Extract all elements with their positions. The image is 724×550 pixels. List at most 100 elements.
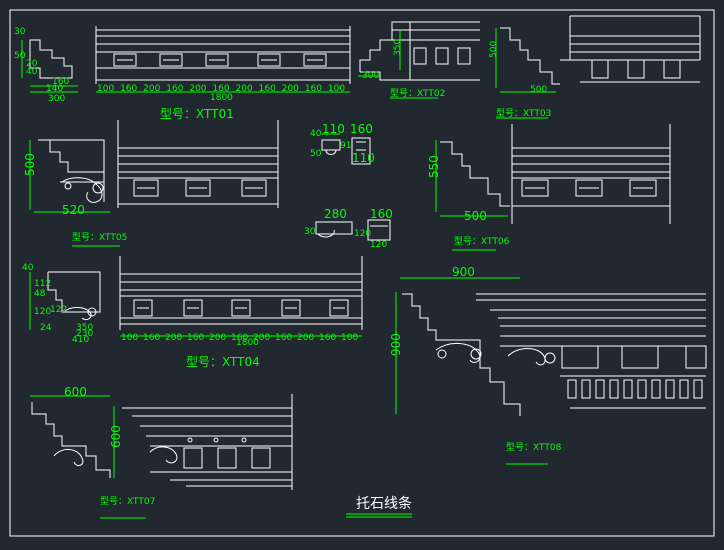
elevation-dim-label: 200: [282, 84, 299, 94]
xtt05-dim-w: 520: [62, 203, 85, 217]
detail-xtt03: 500 500 型号：XTT03: [489, 15, 701, 119]
xtt04-brackets: [133, 299, 349, 317]
bracket-block: [133, 179, 159, 197]
xtt04-dim-e: 120: [34, 307, 51, 317]
xtt08-dentils: [567, 379, 703, 399]
elevation-dim-label: 100: [328, 84, 345, 94]
detail-small-bracket: 110 160 40 50 91 110: [310, 122, 375, 165]
elevation-dim-label: 200: [165, 333, 182, 343]
xtt06-brackets: [521, 179, 657, 197]
bracket-block: [629, 179, 657, 197]
xtt01-label: 型号：XTT01: [160, 107, 234, 121]
elevation-dim-label: 160: [166, 84, 183, 94]
dentil: [595, 379, 605, 399]
dentil: [679, 379, 689, 399]
bracket-block: [521, 179, 549, 197]
small-bracket2-dim-c: 30: [304, 227, 316, 237]
bracket-block: [205, 53, 229, 67]
bracket-block: [329, 299, 349, 317]
small-bracket-dim-c: 40: [310, 129, 322, 139]
elevation-dim-label: 160: [319, 333, 336, 343]
small-bracket2-dim-e: 120: [370, 240, 387, 250]
xtt01-elevation-dims: 100 160 200 160 200 160 200 160 200 160 100: [97, 84, 345, 94]
xtt02-label: 型号：XTT02: [390, 88, 445, 99]
xtt01-dim-h4: 40: [26, 67, 38, 77]
detail-xtt02: 350 300 型号：XTT02: [358, 21, 480, 99]
detail-xtt07: 600 600 型号：XTT07: [30, 385, 293, 519]
elevation-dim-label: 200: [297, 333, 314, 343]
xtt01-dim-w2: 140: [46, 84, 63, 94]
small-bracket-dim-a: 110: [322, 122, 345, 136]
elevation-dim-label: 160: [143, 333, 160, 343]
xtt05-brackets: [133, 179, 267, 197]
elevation-dim-label: 200: [209, 333, 226, 343]
bracket-block: [185, 179, 211, 197]
xtt05-dim-h: 500: [23, 153, 37, 176]
elevation-dim-label: 160: [259, 84, 276, 94]
dentil: [651, 379, 661, 399]
dentil: [609, 379, 619, 399]
elevation-dim-label: 160: [212, 84, 229, 94]
xtt02-dim-w: 300: [362, 71, 379, 81]
xtt01-dim-w3: 300: [48, 94, 65, 104]
bracket-block: [113, 53, 137, 67]
elevation-dim-label: 100: [341, 333, 358, 343]
xtt06-label: 型号：XTT06: [454, 236, 510, 247]
xtt02-dim-h: 350: [393, 39, 403, 56]
elevation-dim-label: 160: [187, 333, 204, 343]
xtt01-dim-h3: 20: [26, 59, 38, 69]
dentil: [567, 379, 577, 399]
bracket-block: [133, 299, 153, 317]
bracket-block: [231, 299, 251, 317]
dentil: [623, 379, 633, 399]
bracket-block: [257, 53, 281, 67]
elevation-dim-label: 160: [231, 333, 248, 343]
drawing-title-block: 托石线条: [346, 495, 412, 518]
dentil: [637, 379, 647, 399]
xtt06-dim-w: 500: [464, 209, 487, 223]
xtt03-dim-w: 500: [530, 85, 547, 95]
bracket-block: [183, 299, 203, 317]
xtt04-dim-h: 230: [76, 329, 93, 339]
xtt08-dim-h: 900: [389, 333, 403, 356]
elevation-dim-label: 100: [97, 84, 114, 94]
xtt01-dim-w1: 160: [52, 77, 69, 87]
xtt04-dim-f: 350: [76, 323, 93, 333]
xtt01-dim-h2: 50: [14, 51, 26, 61]
bracket-block: [281, 299, 301, 317]
small-bracket2-dim-a: 280: [324, 207, 347, 221]
elevation-dim-label: 100: [121, 333, 138, 343]
xtt01-dim-h1: 30: [14, 27, 26, 37]
xtt01-total: 1800: [210, 93, 233, 103]
bracket-block: [241, 179, 267, 197]
elevation-dim-label: 160: [120, 84, 137, 94]
xtt03-label: 型号：XTT03: [496, 108, 551, 119]
xtt08-label: 型号：XTT08: [506, 442, 562, 453]
elevation-dim-label: 160: [305, 84, 322, 94]
dentil: [581, 379, 591, 399]
xtt04-total: 1800: [236, 338, 259, 348]
small-bracket-dim-e: 91: [340, 141, 351, 151]
bracket-block: [159, 53, 183, 67]
elevation-dim-label: 200: [143, 84, 160, 94]
xtt07-label: 型号：XTT07: [100, 496, 155, 507]
xtt04-dim-c: 48: [34, 289, 46, 299]
detail-xtt01-elevation: 100 160 200 160 200 160 200 160 200 160 100 1800 型…: [95, 26, 351, 121]
bracket-block: [575, 179, 603, 197]
detail-xtt01-section: 30 50 20 40 160 140 300: [14, 27, 78, 104]
detail-xtt06: 550 500 型号：XTT06: [427, 124, 671, 251]
small-bracket-dim-b: 160: [350, 122, 373, 136]
bracket-block: [303, 53, 327, 67]
detail-xtt04-section: 40 112 48 122 120 350 24 230 410: [22, 263, 101, 345]
elevation-dim-label: 200: [189, 84, 206, 94]
xtt06-dim-h: 550: [427, 155, 441, 178]
xtt01-brackets: [113, 53, 327, 67]
xtt03-dim-h: 500: [489, 41, 499, 58]
elevation-dim-label: 200: [236, 84, 253, 94]
small-bracket2-dim-b: 160: [370, 207, 393, 221]
detail-xtt05: 500 520 型号：XTT05: [23, 120, 279, 247]
xtt04-dim-a: 40: [22, 263, 34, 273]
